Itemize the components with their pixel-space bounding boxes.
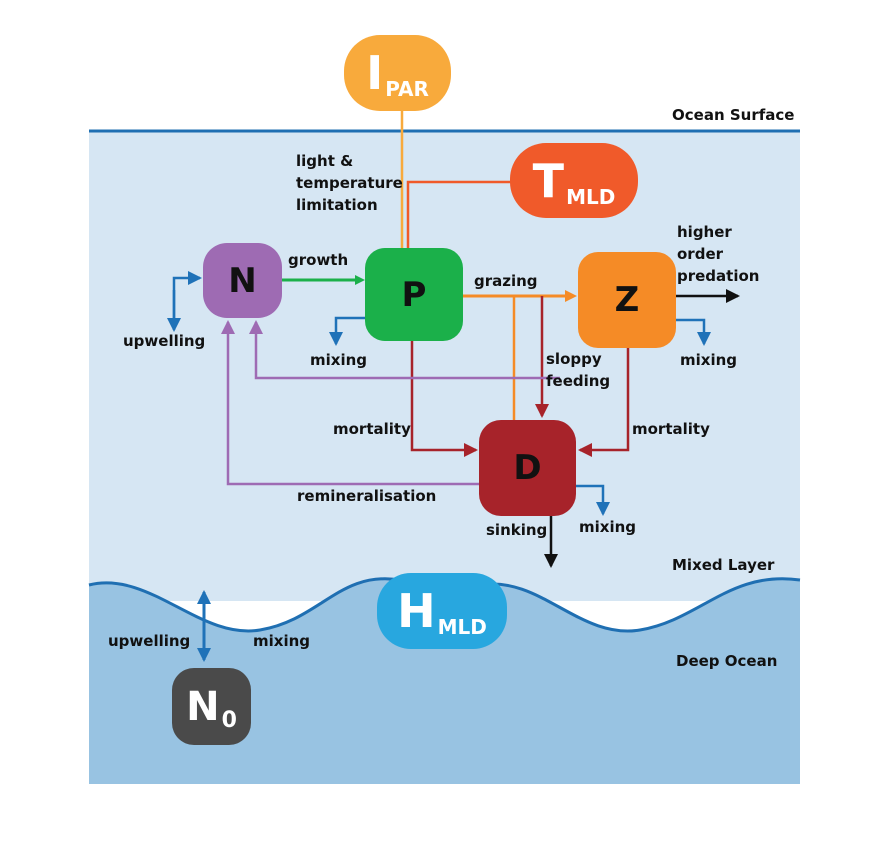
remineralisation-label: remineralisation [297,487,437,505]
z-mixing-arrow [676,318,711,346]
h-mld-node: H MLD [377,573,507,649]
ocean-surface-label: Ocean Surface [672,106,795,124]
mixed-layer-region [89,131,800,601]
n-node-shape [203,243,282,318]
p-node: P [365,248,463,341]
t-mld-subscript: MLD [566,184,616,209]
sloppy-feeding-label: sloppy feeding [546,348,610,392]
d-mixing-label: mixing [579,518,637,536]
d-symbol: D [513,448,542,488]
light-temperature-label: light & temperature limitation [296,150,403,216]
n0-node: N 0 [172,668,251,745]
h-mld-symbol: H [397,584,436,638]
p-mixing-label: mixing [310,351,368,369]
higher-order-predation-label: higher order predation [677,221,759,287]
n0-symbol: N [186,683,220,730]
upwelling-top-label: upwelling [123,332,206,350]
z-symbol: Z [614,280,640,320]
upwelling-bottom-label: upwelling [108,632,191,650]
remineralisation-arrow [221,320,480,486]
d-node-shape [479,420,576,516]
higher-order-line-2: order [677,245,724,263]
h-mld-node-shape [377,573,507,649]
z-node: Z [578,252,676,348]
sinking-label: sinking [486,521,548,539]
d-node: D [479,420,576,516]
p-mortality-label: mortality [333,420,411,438]
grazing-label: grazing [474,272,538,290]
z-node-shape [578,252,676,348]
mixed-layer-label: Mixed Layer [672,556,775,574]
phytoplankton-mortality-arrow [410,340,478,457]
zooplankton-mortality-arrow [578,345,630,457]
excretion-arrow [249,320,560,380]
sloppy-feeding-line-1: sloppy [546,350,602,368]
i-par-node-shape [344,35,451,111]
temperature-connector [406,180,512,250]
p-symbol: P [401,274,427,315]
higher-order-line-1: higher [677,223,732,241]
mixing-bottom-label: mixing [253,632,311,650]
n-symbol: N [228,260,257,301]
n0-node-shape [172,668,251,745]
z-mortality-label: mortality [632,420,710,438]
n0-subscript: 0 [221,708,237,733]
sloppy-feeding-line-2: feeding [546,372,611,390]
h-mld-subscript: MLD [437,615,487,639]
z-mixing-label: mixing [680,351,738,369]
i-par-symbol: I [366,46,384,100]
light-temperature-line-1: light & [296,152,354,170]
light-temperature-line-2: temperature [296,174,403,192]
deep-ocean-label: Deep Ocean [676,652,778,670]
i-par-subscript: PAR [385,77,429,101]
n-node: N [203,243,282,318]
t-mld-symbol: T [532,153,565,208]
t-mld-node-shape [510,143,638,218]
light-temperature-line-3: limitation [296,196,378,214]
t-mld-node: T MLD [510,143,638,218]
d-mixing-arrow [574,484,610,516]
p-mixing-arrow [329,316,366,346]
i-par-node: I PAR [344,35,451,111]
growth-label: growth [288,251,349,269]
higher-order-line-3: predation [677,267,760,285]
p-node-shape [365,248,463,341]
